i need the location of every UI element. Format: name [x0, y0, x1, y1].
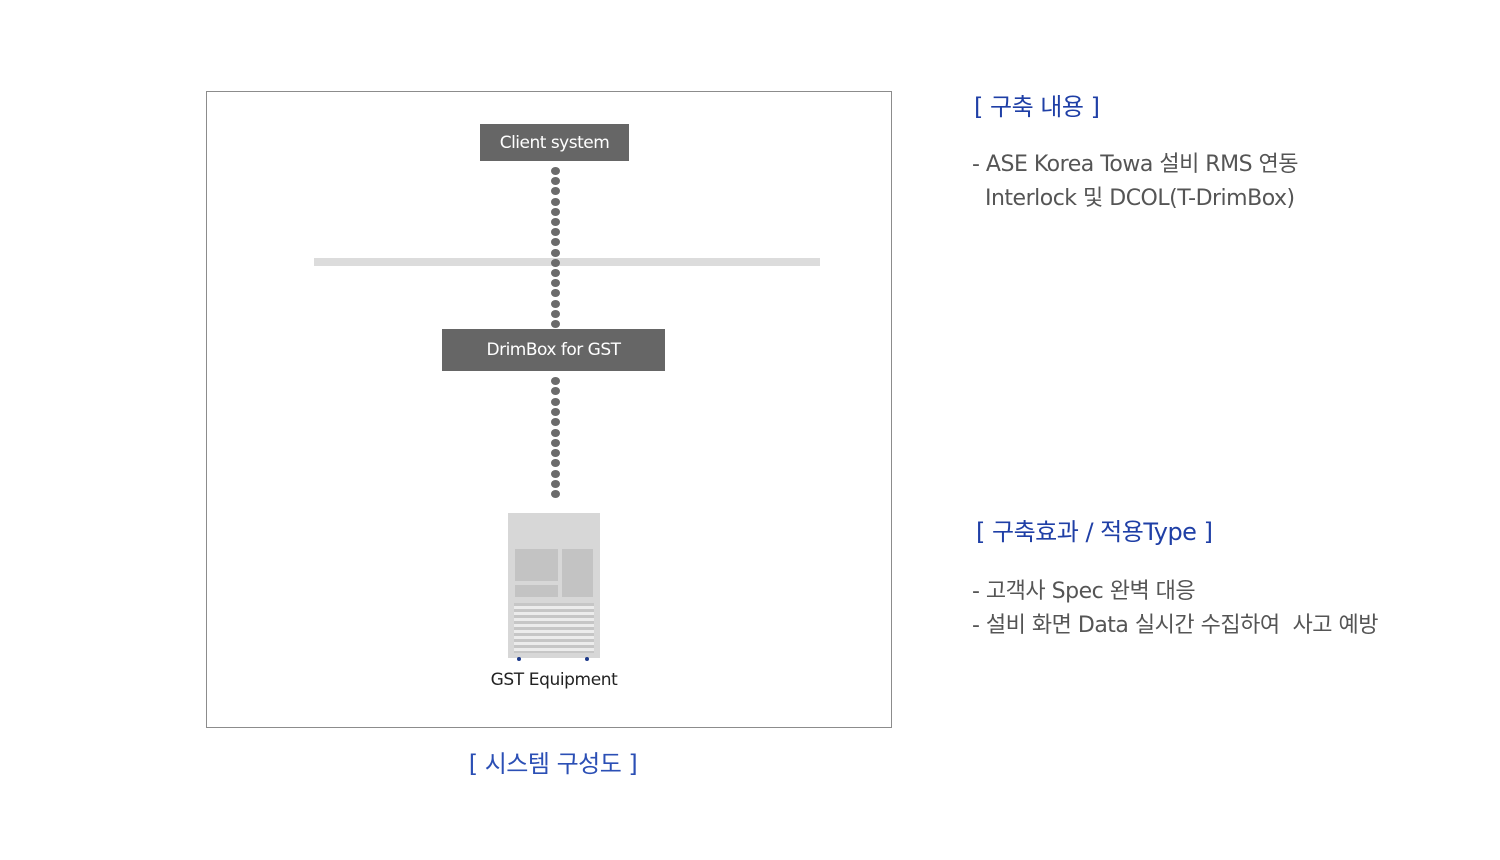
connector-dot — [551, 177, 560, 186]
effect-section-title: [ 구축효과 / 적용Type ] — [976, 518, 1213, 546]
connector-dot — [551, 207, 560, 216]
connector-dot — [551, 258, 560, 267]
connector-dot — [551, 428, 560, 437]
connector-dot — [551, 187, 560, 196]
client-system-label: Client system — [499, 132, 610, 153]
connector-dot — [551, 299, 560, 308]
connector-dot — [551, 469, 560, 478]
connector-dot — [551, 320, 560, 328]
connector-dot — [551, 238, 560, 247]
equipment-control-panel — [515, 585, 558, 597]
connector-dot — [551, 449, 560, 458]
connector-dot — [551, 480, 560, 488]
drimbox-node: DrimBox for GST — [442, 329, 665, 371]
system-diagram-frame: Client system DrimBox for GST GST Equipm… — [206, 91, 892, 728]
connector-dot — [551, 387, 560, 396]
content-section-title: [ 구축 내용 ] — [974, 93, 1100, 121]
equipment-icon — [508, 513, 600, 661]
connector-dot — [551, 309, 560, 318]
drimbox-label: DrimBox for GST — [486, 340, 622, 360]
network-line — [314, 258, 820, 266]
effect-line-2: - 설비 화면 Data 실시간 수집하여 사고 예방 — [972, 613, 1379, 638]
client-system-node: Client system — [480, 124, 629, 161]
equipment-foot-right — [585, 657, 589, 661]
connector-dot — [551, 490, 560, 499]
connector-dot — [551, 228, 560, 237]
connector-dot — [551, 397, 560, 406]
connector-dot — [551, 167, 560, 175]
connector-dot — [551, 377, 560, 385]
connector-dot — [551, 269, 560, 277]
effect-line-1: - 고객사 Spec 완벽 대응 — [972, 579, 1196, 604]
equipment-side-panel — [562, 549, 593, 597]
connector-dot — [551, 418, 560, 427]
connector-dot — [551, 197, 560, 206]
equipment-screen-panel — [515, 549, 558, 581]
diagram-caption: [ 시스템 구성도 ] — [468, 750, 638, 778]
connector-dot — [551, 218, 560, 226]
connector-dot — [551, 407, 560, 416]
connector-dot — [551, 459, 560, 468]
content-line-1: - ASE Korea Towa 설비 RMS 연동 — [972, 152, 1299, 177]
connector-dot — [551, 289, 560, 298]
equipment-label: GST Equipment — [490, 670, 618, 690]
connector-dot — [551, 279, 560, 288]
equipment-foot-left — [517, 657, 521, 661]
connector-dot — [551, 438, 560, 447]
equipment-vent-grille — [514, 603, 594, 653]
content-line-2: Interlock 및 DCOL(T-DrimBox) — [972, 186, 1295, 211]
connector-dot — [551, 248, 560, 257]
